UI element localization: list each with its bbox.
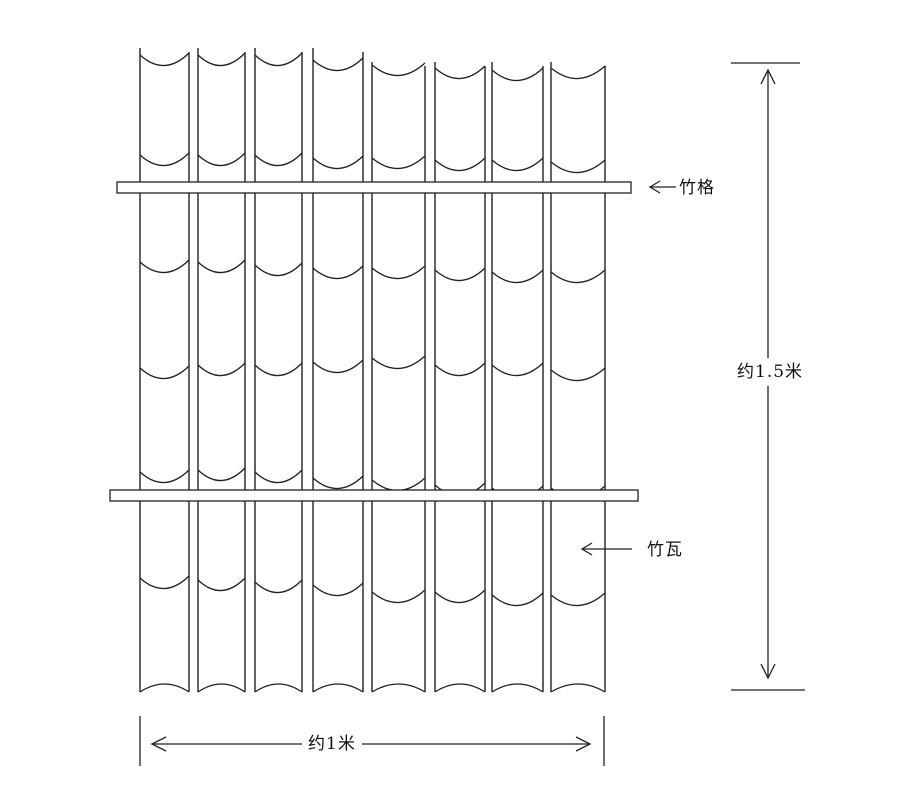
tile-overlap-arc	[139, 52, 190, 67]
tile-overlap-arc	[139, 575, 190, 590]
tile-overlap-arc	[550, 269, 606, 284]
tile-overlap-arc	[139, 469, 190, 484]
tile-overlap-arc	[254, 362, 303, 377]
tile-bottom-end	[550, 683, 606, 693]
arrow-head	[580, 542, 593, 556]
tile-bottom-end	[139, 683, 190, 693]
label-bamboo-tile: 竹瓦	[647, 540, 683, 560]
tile-overlap-arc	[434, 362, 486, 377]
tile-overlap-arc	[312, 265, 364, 280]
tile-column	[312, 48, 364, 693]
tile-overlap-arc	[254, 262, 303, 277]
tile-overlap-arc	[197, 577, 246, 592]
tile-overlap-arc	[491, 269, 544, 284]
tile-overlap-arc	[550, 367, 606, 382]
tile-overlap-arc	[197, 152, 246, 167]
tile-overlap-arc	[550, 65, 606, 80]
tile-overlap-arc	[550, 159, 606, 174]
tile-overlap-arc	[254, 469, 303, 484]
tile-overlap-arc	[197, 467, 246, 482]
width-arrow-left	[150, 736, 167, 752]
tile-overlap-arc	[550, 592, 606, 607]
arrow-to-tile	[580, 542, 632, 556]
tile-overlap-arc	[254, 152, 303, 167]
tile-overlap-arc	[139, 259, 190, 274]
tile-overlap-arc	[139, 365, 190, 380]
tile-overlap-arc	[197, 259, 246, 274]
tile-overlap-arc	[434, 65, 486, 80]
tile-overlap-arc	[491, 67, 544, 82]
tile-column	[197, 48, 246, 693]
tile-overlap-arc	[312, 155, 364, 170]
tile-overlap-arc	[371, 477, 426, 492]
tile-overlap-arc	[491, 362, 544, 377]
tile-bottom-end	[371, 683, 426, 693]
height-arrow-up	[760, 68, 776, 85]
crossbar-bottom	[109, 489, 639, 502]
tile-overlap-arc	[312, 475, 364, 490]
tile-overlap-arc	[434, 589, 486, 604]
crossbar-top	[116, 181, 632, 194]
tile-column	[371, 62, 426, 693]
bamboo-tile-strips	[139, 48, 606, 693]
tile-overlap-arc	[312, 57, 364, 72]
tile-bottom-end	[491, 683, 544, 693]
tile-overlap-arc	[371, 62, 426, 77]
arrow-head	[648, 180, 661, 194]
tile-overlap-arc	[139, 152, 190, 167]
bamboo-crossbars	[109, 181, 639, 502]
label-width-dimension: 约1米	[302, 734, 362, 754]
tile-column	[550, 62, 606, 693]
tile-bottom-end	[254, 683, 303, 693]
tile-column	[139, 48, 190, 693]
tile-overlap-arc	[491, 592, 544, 607]
tile-column	[491, 62, 544, 693]
tile-overlap-arc	[197, 362, 246, 377]
tile-overlap-arc	[197, 52, 246, 67]
tile-overlap-arc	[254, 52, 303, 67]
tile-bottom-end	[434, 683, 486, 693]
tile-overlap-arc	[434, 157, 486, 172]
tile-overlap-arc	[491, 157, 544, 172]
arrow-to-frame	[648, 180, 676, 194]
tile-bottom-end	[197, 683, 246, 693]
tile-overlap-arc	[312, 359, 364, 374]
dimension-lines	[139, 62, 805, 766]
tile-overlap-arc	[371, 355, 426, 370]
tile-column	[434, 62, 486, 693]
tile-bottom-end	[312, 683, 364, 693]
tile-overlap-arc	[434, 267, 486, 282]
width-arrow-right	[575, 736, 592, 752]
tile-overlap-arc	[371, 589, 426, 604]
tile-overlap-arc	[371, 155, 426, 170]
tile-column	[254, 48, 303, 693]
label-bamboo-frame: 竹格	[679, 178, 715, 198]
label-height-dimension: 约1.5米	[735, 358, 806, 386]
height-arrow-down	[760, 663, 776, 680]
tile-overlap-arc	[312, 582, 364, 597]
tile-overlap-arc	[371, 265, 426, 280]
tile-overlap-arc	[254, 579, 303, 594]
